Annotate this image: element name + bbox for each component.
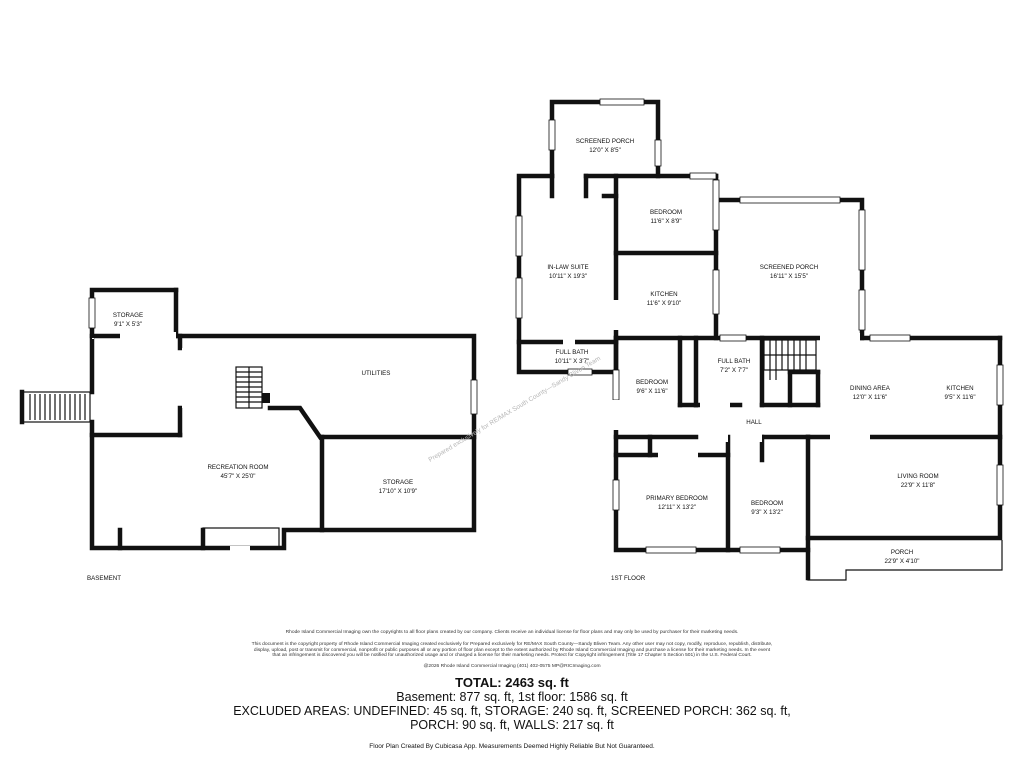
svg-text:BEDROOM: BEDROOM bbox=[636, 379, 668, 386]
svg-text:10'11" X 19'3": 10'11" X 19'3" bbox=[549, 273, 587, 280]
basement-walls bbox=[89, 287, 477, 551]
room-full-bath-main: FULL BATH 7'2" X 7'7" bbox=[718, 358, 751, 374]
basement-room-storage-large: STORAGE 17'10" X 10'9" bbox=[379, 479, 417, 495]
first-floor-windows bbox=[515, 98, 1004, 554]
svg-text:9'1" X 5'3": 9'1" X 5'3" bbox=[114, 321, 142, 328]
svg-text:12'0" X 11'6": 12'0" X 11'6" bbox=[853, 394, 888, 401]
svg-text:STORAGE: STORAGE bbox=[113, 312, 143, 319]
room-kitchen-upper: KITCHEN 11'6" X 9'10" bbox=[647, 291, 682, 307]
svg-text:SCREENED PORCH: SCREENED PORCH bbox=[760, 264, 818, 271]
svg-text:IN-LAW SUITE: IN-LAW SUITE bbox=[547, 264, 588, 271]
svg-text:BEDROOM: BEDROOM bbox=[650, 209, 682, 216]
watermark-text: Prepared exclusively for RE/MAX South Co… bbox=[427, 355, 601, 464]
svg-text:STORAGE: STORAGE bbox=[383, 479, 413, 486]
area-breakdown-line-1: Basement: 877 sq. ft, 1st floor: 1586 sq… bbox=[396, 690, 628, 704]
basement-plan: STORAGE 9'1" X 5'3" UTILITIES RECREATION… bbox=[19, 287, 478, 582]
svg-text:11'6" X 8'9": 11'6" X 8'9" bbox=[650, 218, 681, 225]
svg-text:7'2" X 7'7": 7'2" X 7'7" bbox=[720, 367, 748, 374]
room-kitchen-main: KITCHEN 9'5" X 11'6" bbox=[944, 385, 975, 401]
room-in-law-suite: IN-LAW SUITE 10'11" X 19'3" bbox=[547, 264, 588, 280]
svg-text:45'7" X 25'0": 45'7" X 25'0" bbox=[221, 473, 256, 480]
first-floor-openings bbox=[560, 171, 870, 465]
svg-text:9'6" X 11'6": 9'6" X 11'6" bbox=[636, 388, 667, 395]
svg-text:DINING AREA: DINING AREA bbox=[850, 385, 891, 392]
svg-text:FULL BATH: FULL BATH bbox=[556, 349, 589, 356]
basement-interior-stair bbox=[235, 366, 263, 409]
svg-text:PRIMARY BEDROOM: PRIMARY BEDROOM bbox=[646, 495, 708, 502]
room-screened-porch-right: SCREENED PORCH 16'11" X 15'5" bbox=[760, 264, 818, 280]
svg-text:UTILITIES: UTILITIES bbox=[362, 370, 391, 377]
svg-text:PORCH: PORCH bbox=[891, 549, 913, 556]
svg-text:10'11" X 3'7": 10'11" X 3'7" bbox=[555, 358, 590, 365]
basement-room-utilities: UTILITIES bbox=[362, 370, 391, 377]
svg-text:16'11" X 15'5": 16'11" X 15'5" bbox=[770, 273, 808, 280]
copyright-line-1: Rhode Island Commercial Imaging own the … bbox=[285, 630, 739, 635]
room-hall: HALL bbox=[746, 419, 762, 426]
room-dining-area: DINING AREA 12'0" X 11'6" bbox=[850, 385, 891, 401]
svg-text:17'10" X 10'9": 17'10" X 10'9" bbox=[379, 488, 417, 495]
basement-floor-label: BASEMENT bbox=[87, 575, 121, 582]
copyright-line-3: @2026 Rhode Island Commercial Imaging (4… bbox=[423, 664, 601, 669]
total-area: TOTAL: 2463 sq. ft bbox=[455, 675, 569, 690]
first-floor-plan: SCREENED PORCH 12'0" X 8'5" BEDROOM 11'6… bbox=[515, 98, 1004, 582]
first-floor-stair bbox=[763, 339, 817, 380]
area-breakdown-line-3: PORCH: 90 sq. ft, WALLS: 217 sq. ft bbox=[410, 718, 614, 732]
svg-text:11'6" X 9'10": 11'6" X 9'10" bbox=[647, 300, 682, 307]
room-porch: PORCH 22'9" X 4'10" bbox=[885, 549, 920, 565]
basement-room-storage-small: STORAGE 9'1" X 5'3" bbox=[113, 312, 143, 328]
room-full-bath-suite: FULL BATH 10'11" X 3'7" bbox=[555, 349, 590, 365]
svg-text:12'11" X 13'2": 12'11" X 13'2" bbox=[658, 504, 696, 511]
area-breakdown-line-2: EXCLUDED AREAS: UNDEFINED: 45 sq. ft, ST… bbox=[233, 704, 791, 718]
svg-text:SCREENED PORCH: SCREENED PORCH bbox=[576, 138, 634, 145]
room-bedroom-lower: BEDROOM 9'3" X 13'2" bbox=[751, 500, 783, 516]
svg-text:RECREATION ROOM: RECREATION ROOM bbox=[207, 464, 268, 471]
room-bedroom-middle: BEDROOM 9'6" X 11'6" bbox=[636, 379, 668, 395]
svg-text:LIVING ROOM: LIVING ROOM bbox=[897, 473, 938, 480]
first-floor-label: 1ST FLOOR bbox=[611, 575, 646, 582]
svg-text:KITCHEN: KITCHEN bbox=[946, 385, 973, 392]
footer-disclaimer: Floor Plan Created By Cubicasa App. Meas… bbox=[369, 743, 655, 750]
svg-text:9'3" X 13'2": 9'3" X 13'2" bbox=[751, 509, 783, 516]
basement-exterior-stair bbox=[19, 389, 91, 425]
svg-text:22'9" X 11'8": 22'9" X 11'8" bbox=[901, 482, 936, 489]
svg-text:22'9" X 4'10": 22'9" X 4'10" bbox=[885, 558, 920, 565]
room-living-room: LIVING ROOM 22'9" X 11'8" bbox=[897, 473, 938, 489]
copyright-line-2: This document is the copyright property … bbox=[251, 642, 773, 659]
room-screened-porch-top: SCREENED PORCH 12'0" X 8'5" bbox=[576, 138, 634, 154]
basement-room-recreation: RECREATION ROOM 45'7" X 25'0" bbox=[207, 464, 268, 480]
room-primary-bedroom: PRIMARY BEDROOM 12'11" X 13'2" bbox=[646, 495, 708, 511]
svg-text:KITCHEN: KITCHEN bbox=[650, 291, 677, 298]
svg-text:HALL: HALL bbox=[746, 419, 762, 426]
svg-text:9'5" X 11'6": 9'5" X 11'6" bbox=[944, 394, 975, 401]
svg-text:BEDROOM: BEDROOM bbox=[751, 500, 783, 507]
room-bedroom-upper: BEDROOM 11'6" X 8'9" bbox=[650, 209, 682, 225]
svg-text:FULL BATH: FULL BATH bbox=[718, 358, 751, 365]
svg-text:12'0" X 8'5": 12'0" X 8'5" bbox=[589, 147, 621, 154]
